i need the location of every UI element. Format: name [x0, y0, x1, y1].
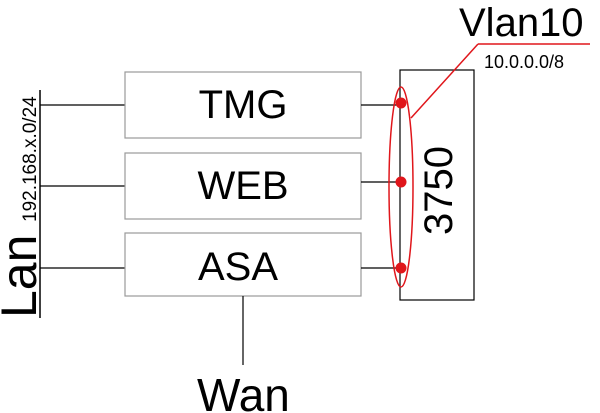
vlan-callout-line: [410, 43, 479, 119]
wan-label: Wan: [197, 369, 290, 413]
device-label-tmg: TMG: [199, 83, 288, 127]
lan-subnet-label: 192.168.x.0/24: [20, 96, 41, 222]
device-box-web: WEB: [124, 152, 362, 220]
vlan-port-asa: [395, 262, 407, 274]
device-box-asa: ASA: [124, 232, 362, 297]
lan-label: Lan: [0, 235, 47, 318]
vlan-subnet-label: 10.0.0.0/8: [484, 52, 564, 72]
vlan-group-ellipse: [388, 86, 414, 288]
switch-box: 3750: [399, 69, 475, 301]
vlan-port-tmg: [395, 97, 407, 109]
vlan-label: Vlan10: [459, 1, 584, 45]
vlan-port-web: [395, 176, 407, 188]
device-label-asa: ASA: [198, 245, 278, 289]
device-label-web: WEB: [197, 164, 288, 208]
switch-label: 3750: [417, 146, 461, 235]
device-box-tmg: TMG: [124, 71, 362, 139]
